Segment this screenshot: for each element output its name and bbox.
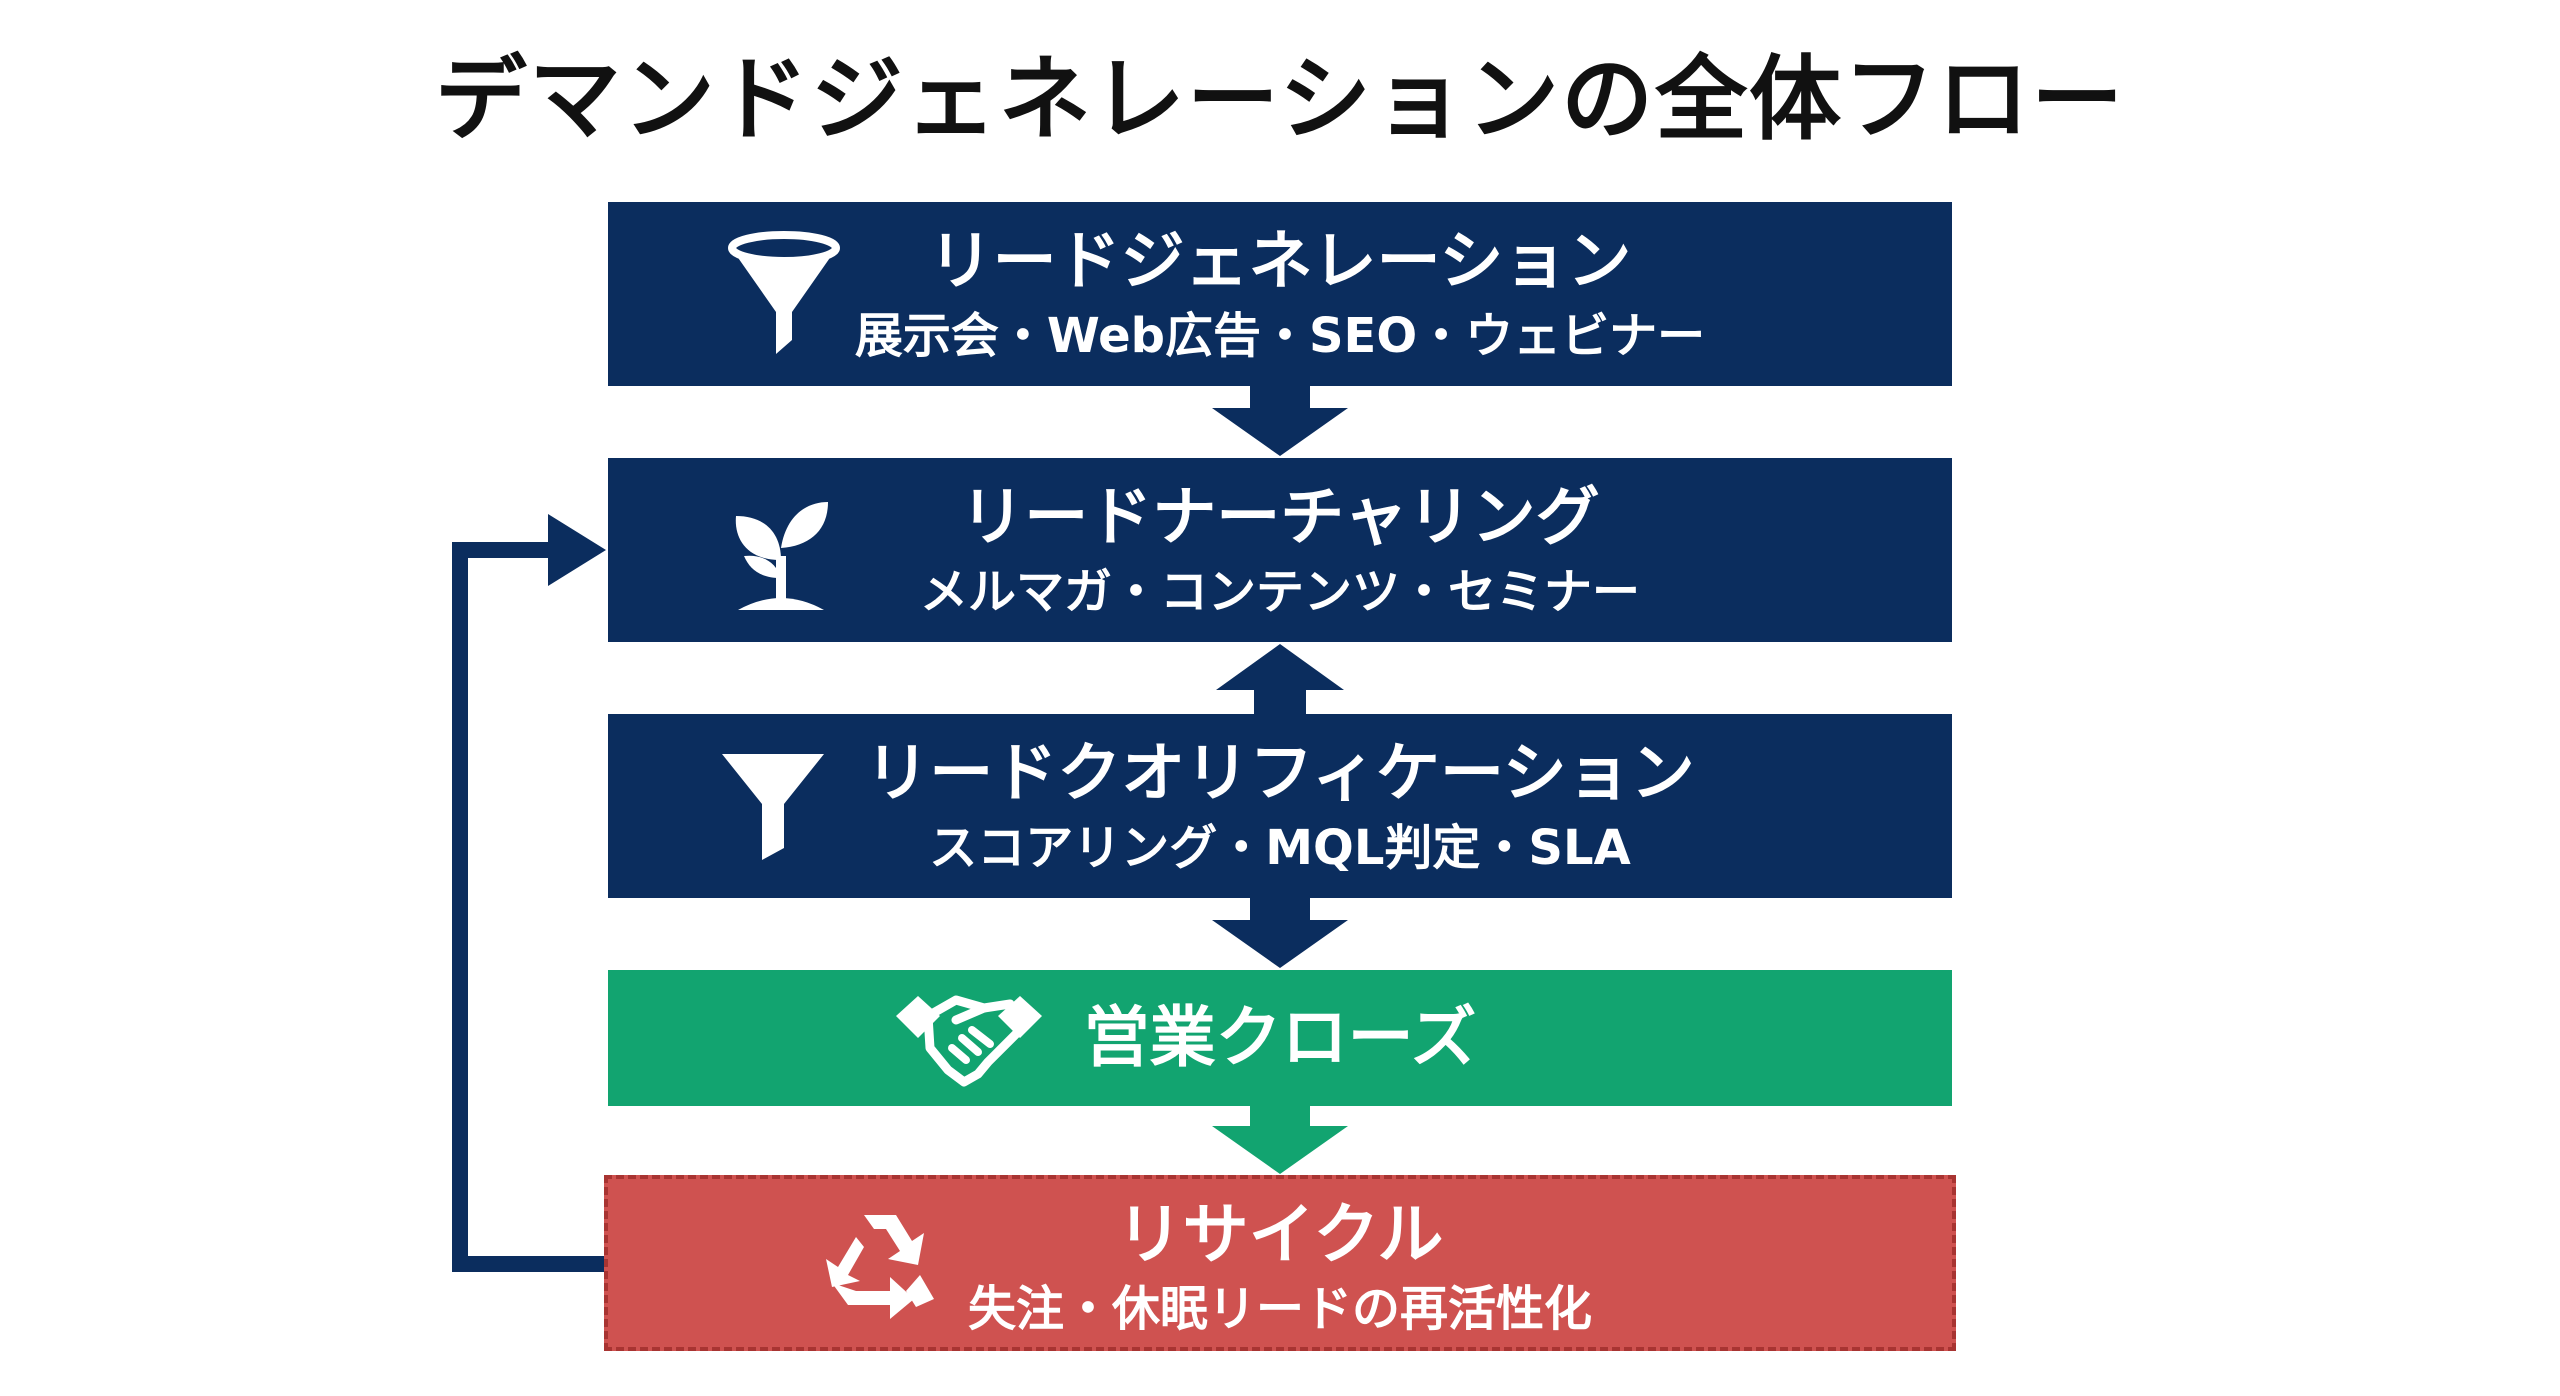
recycle-icon	[826, 1215, 934, 1319]
arrow-down-3	[1212, 898, 1348, 968]
step-sales-close: 営業クローズ	[608, 970, 1952, 1106]
feedback-loop-arrowhead	[548, 514, 606, 586]
arrow-down-1	[1212, 386, 1348, 456]
sprout-icon	[735, 502, 828, 610]
funnel-icon	[728, 231, 840, 354]
feedback-loop-line	[452, 542, 604, 1272]
page-title: デマンドジェネレーションの全体フロー	[434, 46, 2126, 153]
step-lead-qualification: リードクオリフィケーション スコアリング・MQL判定・SLA	[608, 714, 1952, 898]
step-lead-nurturing: リードナーチャリング メルマガ・コンテンツ・セミナー	[608, 458, 1952, 642]
step-label: リードジェネレーション	[928, 225, 1632, 299]
step-description: 展示会・Web広告・SEO・ウェビナー	[854, 308, 1706, 364]
filter-icon	[722, 754, 824, 860]
step-lead-generation: リードジェネレーション 展示会・Web広告・SEO・ウェビナー	[608, 202, 1952, 386]
step-label: リサイクル	[1116, 1196, 1444, 1273]
arrow-down-4	[1212, 1106, 1348, 1174]
step-recycle: リサイクル 失注・休眠リードの再活性化	[604, 1175, 1956, 1351]
step-description: 失注・休眠リードの再活性化	[967, 1281, 1592, 1337]
step-description: メルマガ・コンテンツ・セミナー	[919, 564, 1640, 620]
step-label: 営業クローズ	[1083, 999, 1477, 1076]
step-description: スコアリング・MQL判定・SLA	[929, 820, 1631, 876]
step-label: リードクオリフィケーション	[865, 737, 1695, 811]
step-label: リードナーチャリング	[960, 481, 1600, 555]
handshake-icon	[896, 995, 1042, 1087]
